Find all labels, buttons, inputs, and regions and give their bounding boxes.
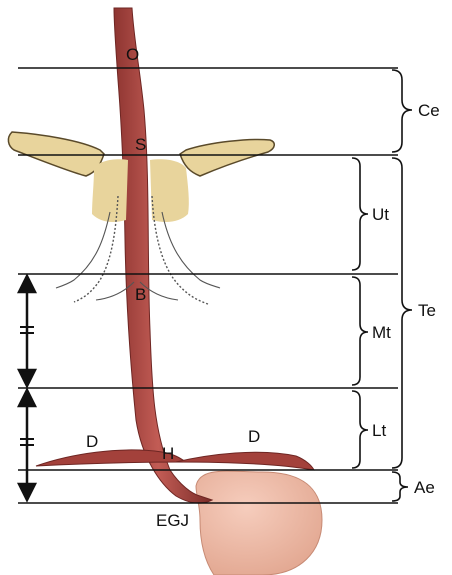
left-bone <box>8 132 104 176</box>
label-h: H <box>162 444 174 463</box>
label-d-right: D <box>248 427 260 446</box>
brace-ut <box>352 158 368 270</box>
brace-lt <box>352 391 368 468</box>
label-egj: EGJ <box>156 511 189 530</box>
label-ce: Ce <box>418 101 440 120</box>
label-lt: Lt <box>372 421 386 440</box>
brace-mt <box>352 277 368 385</box>
brace-te <box>392 158 412 468</box>
bronchus-left <box>56 212 110 288</box>
label-mt: Mt <box>372 323 391 342</box>
label-s: S <box>135 135 146 154</box>
brace-ce <box>392 70 412 152</box>
label-o: O <box>126 45 139 64</box>
esophagus-tube <box>114 8 212 503</box>
label-d-left: D <box>86 432 98 451</box>
stomach-shape <box>196 471 322 575</box>
brace-ae <box>392 472 408 501</box>
right-rib-bone <box>150 159 189 222</box>
arrow-upper-segment <box>19 276 35 386</box>
label-te: Te <box>418 301 436 320</box>
right-bone <box>180 139 274 176</box>
label-b: B <box>135 285 146 304</box>
label-ae: Ae <box>414 478 435 497</box>
bronchus-right <box>162 212 220 288</box>
label-ut: Ut <box>372 205 389 224</box>
arrow-lower-segment <box>19 390 35 500</box>
diaphragm-right <box>176 452 314 470</box>
